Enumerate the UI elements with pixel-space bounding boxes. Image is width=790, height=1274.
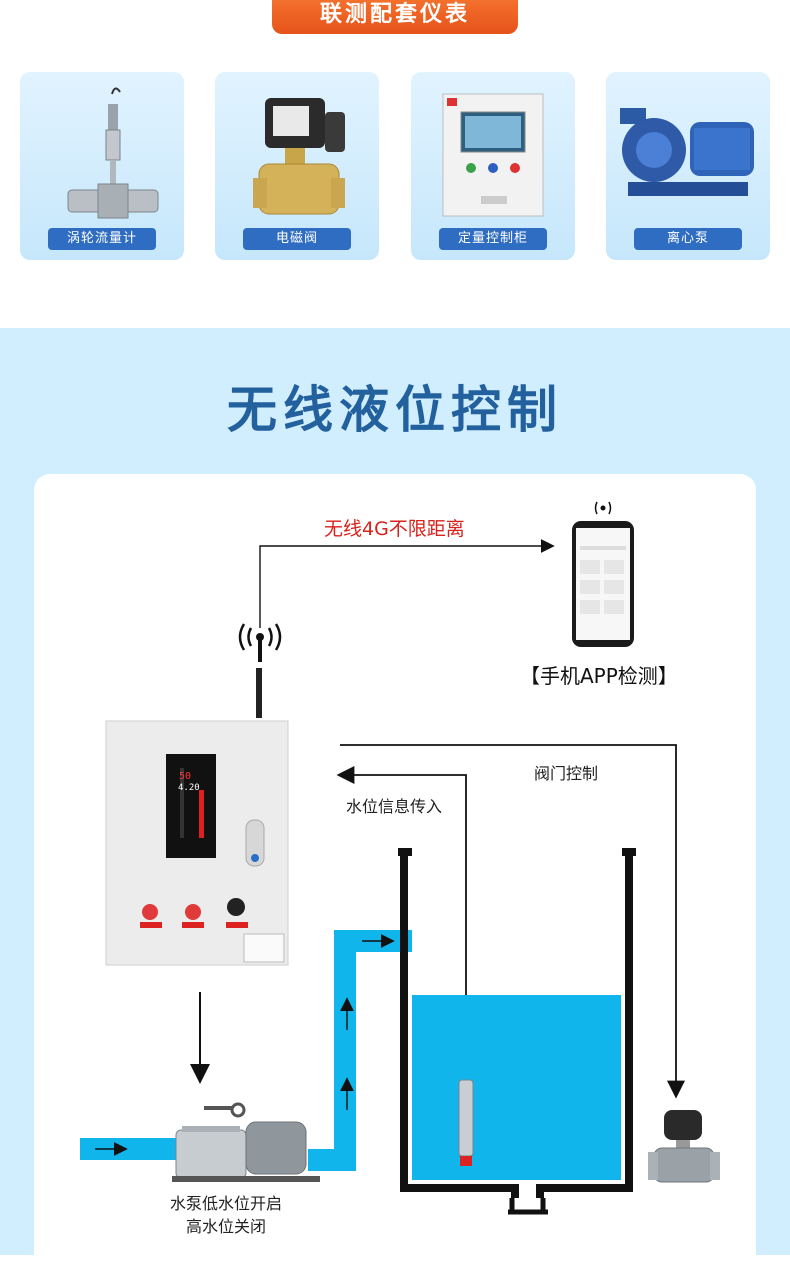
pump-note-line2: 高水位关闭 bbox=[186, 1217, 267, 1236]
control-cabinet bbox=[105, 720, 289, 966]
instrument-label: 涡轮流量计 bbox=[48, 228, 156, 250]
tank-wall bbox=[400, 848, 633, 1198]
centrifugal-pump-icon bbox=[620, 108, 754, 196]
wireless-label: 无线4G不限距离 bbox=[324, 518, 465, 540]
level-display-panel bbox=[166, 754, 216, 858]
control-cabinet-icon bbox=[442, 93, 544, 217]
accessories-title: 联测配套仪表 bbox=[319, 2, 470, 27]
inlet-pipe bbox=[80, 1138, 180, 1160]
level-signal-label: 水位信息传入 bbox=[346, 797, 443, 816]
valve-icon bbox=[648, 1110, 720, 1183]
valve-control-line bbox=[340, 744, 685, 1099]
wireless-signal-icon bbox=[238, 623, 282, 662]
instrument-card-solenoid-valve[interactable]: 电磁阀 bbox=[215, 72, 379, 260]
accessories-ribbon: 联测配套仪表 bbox=[272, 0, 518, 34]
level-signal-line bbox=[336, 766, 467, 1075]
app-label: 【手机APP检测】 bbox=[520, 664, 678, 688]
turbine-flowmeter-icon bbox=[67, 87, 159, 219]
instrument-label: 定量控制柜 bbox=[439, 228, 547, 250]
instrument-label: 离心泵 bbox=[634, 228, 742, 250]
outlet-pipe bbox=[308, 930, 412, 1171]
level-sensor-icon bbox=[458, 1079, 474, 1166]
display-top-value: 50 bbox=[179, 771, 191, 782]
antenna bbox=[256, 668, 262, 718]
instrument-card-control-cabinet[interactable]: 定量控制柜 bbox=[411, 72, 575, 260]
solenoid-valve-icon bbox=[253, 98, 345, 215]
vacuum-pump-icon bbox=[172, 1102, 320, 1182]
valve-control-label: 阀门控制 bbox=[534, 764, 599, 783]
instrument-card-centrifugal-pump[interactable]: 离心泵 bbox=[606, 72, 770, 260]
instrument-card-flowmeter[interactable]: 涡轮流量计 bbox=[20, 72, 184, 260]
instrument-label: 电磁阀 bbox=[243, 228, 351, 250]
wireless-link-line bbox=[259, 539, 555, 628]
smartphone-icon bbox=[572, 501, 634, 647]
display-mid-value: 4.20 bbox=[178, 783, 200, 793]
pump-note-line1: 水泵低水位开启 bbox=[170, 1194, 283, 1213]
tank-water bbox=[412, 995, 621, 1180]
section-title: 无线液位控制 bbox=[227, 381, 563, 439]
